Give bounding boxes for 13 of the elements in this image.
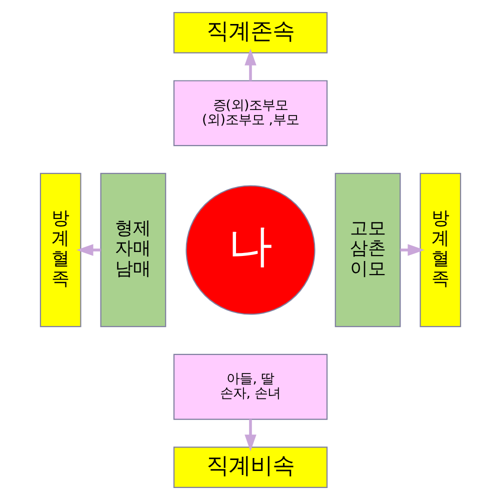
arrow — [76, 244, 100, 256]
node-box: 증(외)조부모 (외)조부모 ,부모 — [172, 80, 328, 146]
node-box: 방계혈족 — [419, 172, 461, 328]
arrow — [244, 419, 256, 452]
node-box: 직계비속 — [172, 446, 328, 488]
arrow — [400, 244, 424, 256]
node-box: 아들, 딸 손자, 손녀 — [172, 354, 328, 420]
node-box: 방계혈족 — [39, 172, 81, 328]
node-box: 형제 자매 남매 — [100, 172, 166, 328]
arrow — [244, 48, 256, 81]
node-circle: 나 — [185, 185, 315, 315]
node-box: 직계존속 — [172, 12, 328, 54]
node-box: 고모 삼촌 이모 — [334, 172, 400, 328]
